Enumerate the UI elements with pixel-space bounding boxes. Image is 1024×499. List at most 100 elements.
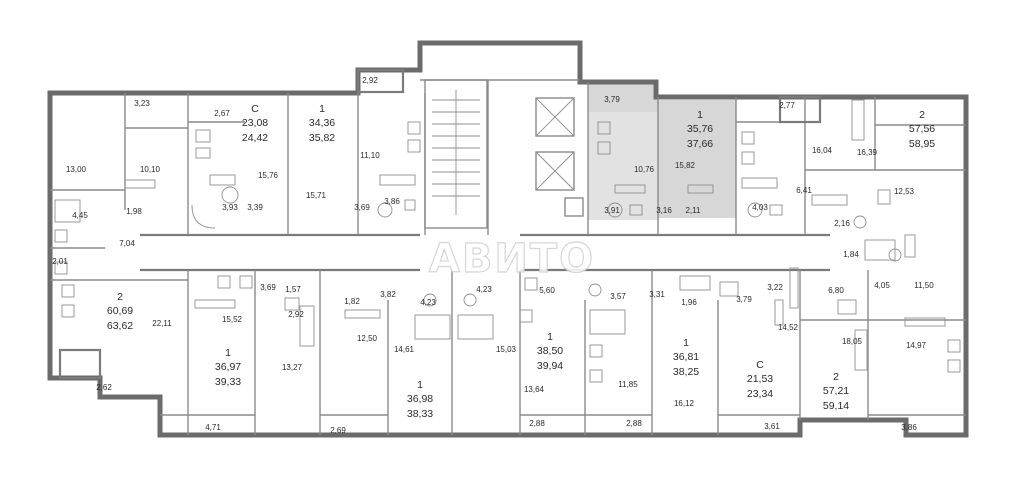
apt-type: С <box>251 103 259 115</box>
apt-type: 2 <box>919 109 925 121</box>
room-area-label: 3,69 <box>354 203 370 212</box>
apt-living-area: 38,50 <box>537 345 563 357</box>
room-area-label: 16,12 <box>674 399 695 408</box>
apt-total-area: 63,62 <box>107 320 133 332</box>
room-area-label: 4,05 <box>874 281 890 290</box>
room-area-label: 3,31 <box>649 290 665 299</box>
room-area-label: 12,50 <box>357 334 378 343</box>
apt-living-area: 60,69 <box>107 305 133 317</box>
apt-total-area: 59,14 <box>823 400 849 412</box>
room-area-label: 2,92 <box>362 76 378 85</box>
apt-total-area: 38,33 <box>407 408 433 420</box>
room-area-label: 1,98 <box>126 207 142 216</box>
room-labels: 3,23 2,67 2,92 3,79 2,77 13,00 10,10 15,76 15,71… <box>52 76 934 435</box>
room-area-label: 11,50 <box>914 281 934 290</box>
room-area-label: 3,93 <box>222 203 238 212</box>
apt-living-area: 36,98 <box>407 393 433 405</box>
room-area-label: 2,67 <box>214 109 230 118</box>
room-area-label: 4,71 <box>205 423 221 432</box>
shaded-room-2 <box>588 112 658 220</box>
room-area-label: 1,84 <box>843 250 859 259</box>
room-area-label: 2,77 <box>779 101 795 110</box>
apt-living-area: 35,76 <box>687 123 713 135</box>
room-area-label: 3,22 <box>767 283 783 292</box>
apt-total-area: 39,94 <box>537 360 563 372</box>
room-area-label: 16,39 <box>857 148 878 157</box>
apt-living-area: 21,53 <box>747 373 773 385</box>
fixtures <box>54 99 961 383</box>
watermark-logo: АВИТО <box>429 236 595 282</box>
room-area-label: 16,04 <box>812 146 833 155</box>
room-area-label: 3,23 <box>134 99 150 108</box>
room-area-label: 15,76 <box>258 171 279 180</box>
balconies <box>58 68 822 380</box>
room-area-label: 10,76 <box>634 165 655 174</box>
room-area-label: 12,53 <box>894 187 915 196</box>
shaded-balcony <box>588 82 658 112</box>
room-area-label: 3,39 <box>247 203 263 212</box>
room-area-label: 13,27 <box>282 363 303 372</box>
apt-type: 1 <box>683 337 689 349</box>
apt-living-area: 36,97 <box>215 361 241 373</box>
partitions-bottom <box>60 270 966 435</box>
room-area-label: 15,71 <box>306 191 327 200</box>
room-area-label: 6,41 <box>796 186 812 195</box>
apt-total-area: 58,95 <box>909 138 935 150</box>
room-area-label: 1,57 <box>285 285 301 294</box>
room-area-label: 11,85 <box>618 380 638 389</box>
room-area-label: 14,97 <box>906 341 927 350</box>
apt-total-area: 35,82 <box>309 132 335 144</box>
apt-type: 1 <box>417 379 423 391</box>
room-area-label: 18,05 <box>842 337 863 346</box>
room-area-label: 6,80 <box>828 286 844 295</box>
apt-type: 1 <box>547 331 553 343</box>
room-area-label: 2,69 <box>330 426 346 435</box>
room-area-label: 4,03 <box>752 203 768 212</box>
room-area-label: 14,61 <box>394 345 415 354</box>
apt-total-area: 24,42 <box>242 132 268 144</box>
room-area-label: 1,82 <box>344 297 360 306</box>
room-area-label: 3,16 <box>656 206 672 215</box>
room-area-label: 2,92 <box>288 310 304 319</box>
room-area-label: 4,45 <box>72 211 88 220</box>
room-area-label: 22,11 <box>152 319 172 328</box>
apt-living-area: 23,08 <box>242 117 268 129</box>
room-area-label: 1,96 <box>681 298 697 307</box>
room-area-label: 4,23 <box>420 298 436 307</box>
room-area-label: 3,57 <box>610 292 626 301</box>
shaded-room <box>658 100 736 218</box>
apt-living-area: 34,36 <box>309 117 335 129</box>
room-area-label: 3,79 <box>736 295 752 304</box>
apt-total-area: 23,34 <box>747 388 773 400</box>
room-area-label: 11,10 <box>360 151 380 160</box>
room-area-label: 5,60 <box>539 286 555 295</box>
room-area-label: 2,16 <box>834 219 850 228</box>
room-area-label: 7,04 <box>119 239 135 248</box>
room-area-label: 3,82 <box>380 290 396 299</box>
room-area-label: 2,88 <box>529 419 545 428</box>
apt-type: 1 <box>225 347 231 359</box>
room-area-label: 2,11 <box>686 206 702 215</box>
room-area-label: 3,86 <box>384 197 400 206</box>
room-area-label: 3,69 <box>260 283 276 292</box>
room-area-label: 14,52 <box>778 323 799 332</box>
apartment-labels: С 23,08 24,42 1 34,36 35,82 1 35,76 37,6… <box>107 103 935 420</box>
apt-type: 1 <box>319 103 325 115</box>
room-area-label: 13,00 <box>66 165 87 174</box>
apt-type: 1 <box>697 109 703 121</box>
partitions-top <box>50 80 966 281</box>
room-area-label: 13,64 <box>524 385 545 394</box>
room-area-label: 2,01 <box>52 257 68 266</box>
room-area-label: 3,79 <box>604 95 620 104</box>
apt-type: 2 <box>117 291 123 303</box>
room-area-label: 10,10 <box>140 165 161 174</box>
room-area-label: 2,88 <box>626 419 642 428</box>
apt-total-area: 39,33 <box>215 376 241 388</box>
room-area-label: 15,03 <box>496 345 517 354</box>
apt-type: С <box>756 359 764 371</box>
apt-living-area: 57,21 <box>823 385 849 397</box>
apt-living-area: 36,81 <box>673 351 699 363</box>
outer-wall <box>47 40 969 438</box>
room-area-label: 2,62 <box>96 383 112 392</box>
